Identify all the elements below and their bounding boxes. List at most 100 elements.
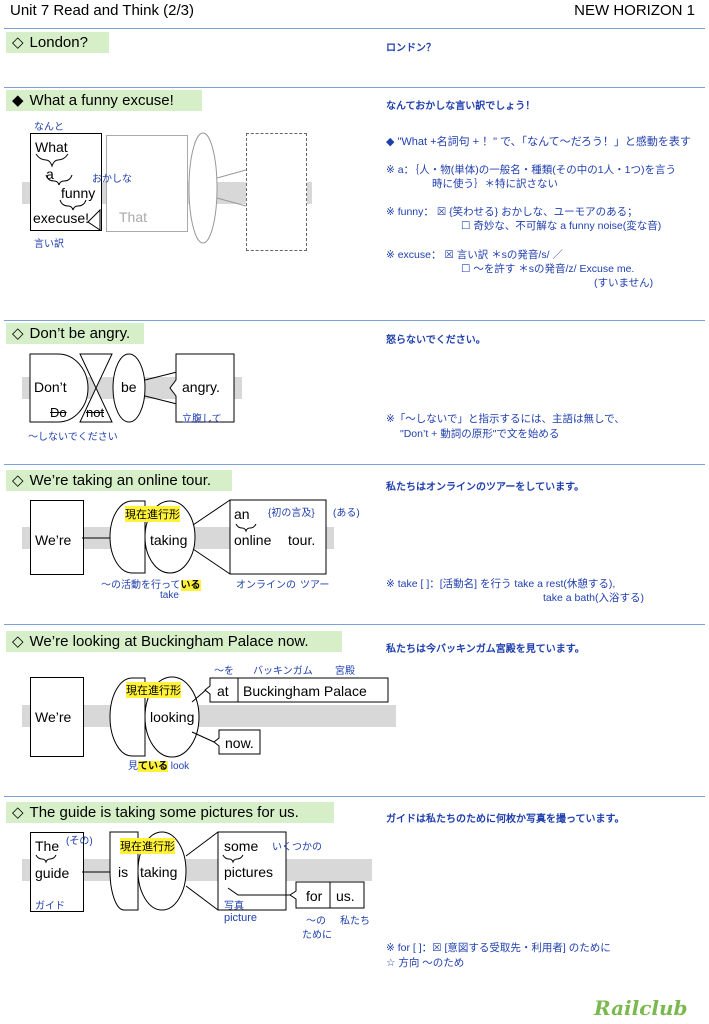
word-the: The: [35, 838, 60, 854]
header-title: Unit 7 Read and Think (2/3): [10, 2, 194, 19]
label-guide-ja: ガイド: [35, 901, 65, 912]
word-were: We’re: [35, 709, 72, 725]
word-dont: Don’t: [34, 379, 67, 395]
label-progressive: 現在進行形: [125, 506, 180, 522]
note-line: ☆ 方向 〜のため: [386, 957, 465, 969]
label-look: look: [170, 761, 190, 772]
word-pictures: pictures: [224, 864, 274, 880]
note-line: ※ funny： ☒ {笑わせる} おかしな、ユーモアのある；: [386, 206, 638, 218]
label-take: take: [160, 590, 179, 601]
header-textbook: NEW HORIZON 1: [574, 2, 695, 19]
sentence-ja: 怒らないでください。: [386, 335, 486, 346]
word-not-struck: not: [86, 405, 105, 420]
sentence-en: What a funny excuse!: [29, 92, 174, 109]
sentence-heading-5: ◇ We’re looking at Buckingham Palace now.: [6, 631, 342, 652]
label-mi: 見: [128, 761, 138, 772]
note-line: ☐ 〜を許す ＊sの発音/z/ Excuse me.: [461, 263, 635, 275]
subject-box: [30, 500, 84, 575]
sentence-heading-2: ◆ What a funny excuse!: [6, 90, 202, 111]
word-guide: guide: [35, 865, 70, 881]
sentence-heading-6: ◇The guide is taking some pictures for u…: [6, 802, 334, 823]
sentence-en: Don’t be angry.: [29, 325, 131, 342]
divider: [4, 796, 705, 797]
word-were: We’re: [35, 532, 72, 548]
word-what: What: [35, 139, 68, 155]
note-line: 時に使う｝＊特に訳さない: [432, 178, 558, 190]
label-first-mention: {初の言及}: [268, 508, 315, 519]
label-rippuku: 立腹して: [182, 414, 222, 425]
sentence-en: London?: [29, 34, 88, 51]
note-line: ◆ "What +名詞句 + ！" で、「なんて〜だろう！」と感動を表す: [386, 136, 691, 148]
word-be: be: [121, 379, 137, 395]
label-progressive: 現在進行形: [120, 838, 175, 854]
word-that: That: [119, 209, 148, 225]
word-looking: looking: [150, 709, 195, 725]
word-angry: angry.: [182, 379, 220, 395]
subject-box: [30, 677, 84, 757]
subject-box: [30, 832, 84, 912]
sentence-en: We’re looking at Buckingham Palace now.: [29, 633, 309, 650]
divider: [4, 28, 705, 29]
note-line: take a bath(入浴する): [543, 592, 644, 604]
word-some: some: [224, 838, 259, 854]
word-funny: funny: [61, 185, 96, 201]
label-no-a: 〜の: [306, 916, 326, 927]
label-no-b: ために: [302, 930, 332, 941]
note-line: "Don’t + 動詞の原形"で文を始める: [400, 428, 560, 440]
word-tour: tour.: [288, 532, 316, 548]
label-katsudo-a: 〜の活動を行って: [101, 580, 181, 591]
complement-box-empty: [246, 133, 307, 251]
label-okashina: おかしな: [92, 174, 132, 185]
sentence-ja: ロンドン？: [386, 43, 436, 54]
label-ikutsuka: いくつかの: [272, 842, 322, 853]
word-at: at: [217, 683, 229, 699]
divider: [4, 320, 705, 321]
predicate-box: [106, 135, 188, 232]
note-line: ※ excuse： ☒ 言い訳 ＊sの発音/s/ ／: [386, 249, 563, 261]
note-line: (すいません): [594, 277, 654, 289]
sentence-heading-4: ◇ We’re taking an online tour.: [6, 470, 232, 491]
filled-diamond-icon: ◆: [12, 92, 24, 109]
word-taking: taking: [150, 532, 188, 548]
sentence-en: We’re taking an online tour.: [29, 472, 212, 489]
label-tour-ja: ツアー: [300, 580, 330, 591]
note-line: ☐ 奇妙な、不可解な a funny noise(変な音): [461, 220, 662, 232]
label-buckingham: バッキンガム: [253, 666, 313, 677]
sentence-ja: 私たちはオンラインのツアーをしています。: [386, 482, 585, 493]
word-us: us.: [336, 888, 355, 904]
word-do-struck: Do: [50, 405, 67, 420]
word-now: now.: [225, 735, 254, 751]
label-progressive: 現在進行形: [126, 682, 181, 698]
label-shashin: 写真: [224, 901, 244, 912]
label-aru: (ある): [333, 508, 360, 519]
label-miteiru: 見ている look: [128, 757, 189, 772]
word-taking: taking: [140, 864, 178, 880]
word-for: for: [306, 888, 323, 904]
open-diamond-icon: ◇: [12, 34, 24, 51]
open-diamond-icon: ◇: [12, 633, 24, 650]
label-nanto: なんと: [34, 122, 64, 133]
label-sono: (その): [66, 836, 93, 847]
sentence-en: The guide is taking some pictures for us…: [29, 804, 299, 821]
open-diamond-icon: ◇: [12, 472, 24, 489]
sentence-heading-3: ◇ Don’t be angry.: [6, 323, 144, 344]
word-online: online: [234, 532, 272, 548]
divider: [4, 624, 705, 625]
label-shinaide: 〜しないでください: [28, 432, 118, 443]
divider: [4, 464, 705, 465]
label-katsudo: 〜の活動を行っている: [101, 576, 201, 591]
label-wo: 〜を: [214, 666, 234, 677]
word-excuse: execuse!: [33, 210, 90, 226]
sentence-ja: 私たちは今バッキンガム宮殿を見ています。: [386, 644, 585, 655]
label-iiwake: 言い訳: [34, 239, 64, 250]
label-kyuden: 宮殿: [335, 666, 355, 677]
label-picture: picture: [224, 912, 258, 924]
label-online-ja: オンラインの: [236, 580, 296, 591]
word-buckingham-palace: Buckingham Palace: [243, 683, 367, 699]
brand-logo: Railclub: [594, 996, 688, 1020]
word-an: an: [234, 506, 250, 522]
open-diamond-icon: ◇: [12, 325, 24, 342]
note-line: ※ for [ ]：☒ [意図する受取先・利用者] のために: [386, 942, 611, 954]
label-katsudo-b: いる: [180, 580, 201, 591]
sentence-ja: なんておかしな言い訳でしょう！: [386, 101, 536, 112]
